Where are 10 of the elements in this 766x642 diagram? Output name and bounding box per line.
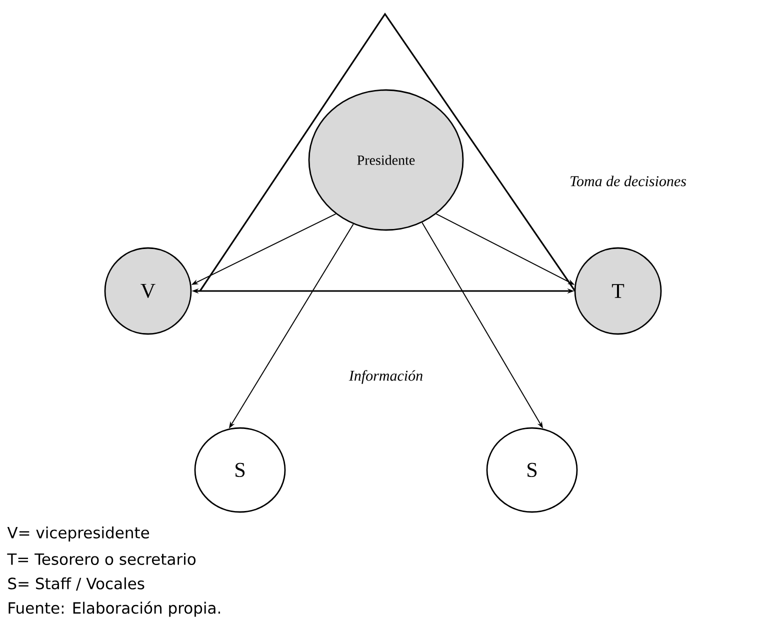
legend-text: S= Staff / Vocales — [8, 577, 144, 591]
circle-node: S — [194, 427, 286, 513]
circle-node: T — [574, 247, 662, 335]
source-note: Fuente: Elaboración propia. — [8, 601, 220, 617]
legend-text: T= Tesorero o secretario — [7, 553, 196, 565]
annotation-label: Toma de decisiones — [570, 176, 686, 186]
legend-text: V= vicepresidente — [7, 526, 150, 542]
circle-node: V — [104, 247, 192, 335]
circle-node: S — [486, 427, 578, 513]
annotation-label: Información — [348, 370, 422, 384]
